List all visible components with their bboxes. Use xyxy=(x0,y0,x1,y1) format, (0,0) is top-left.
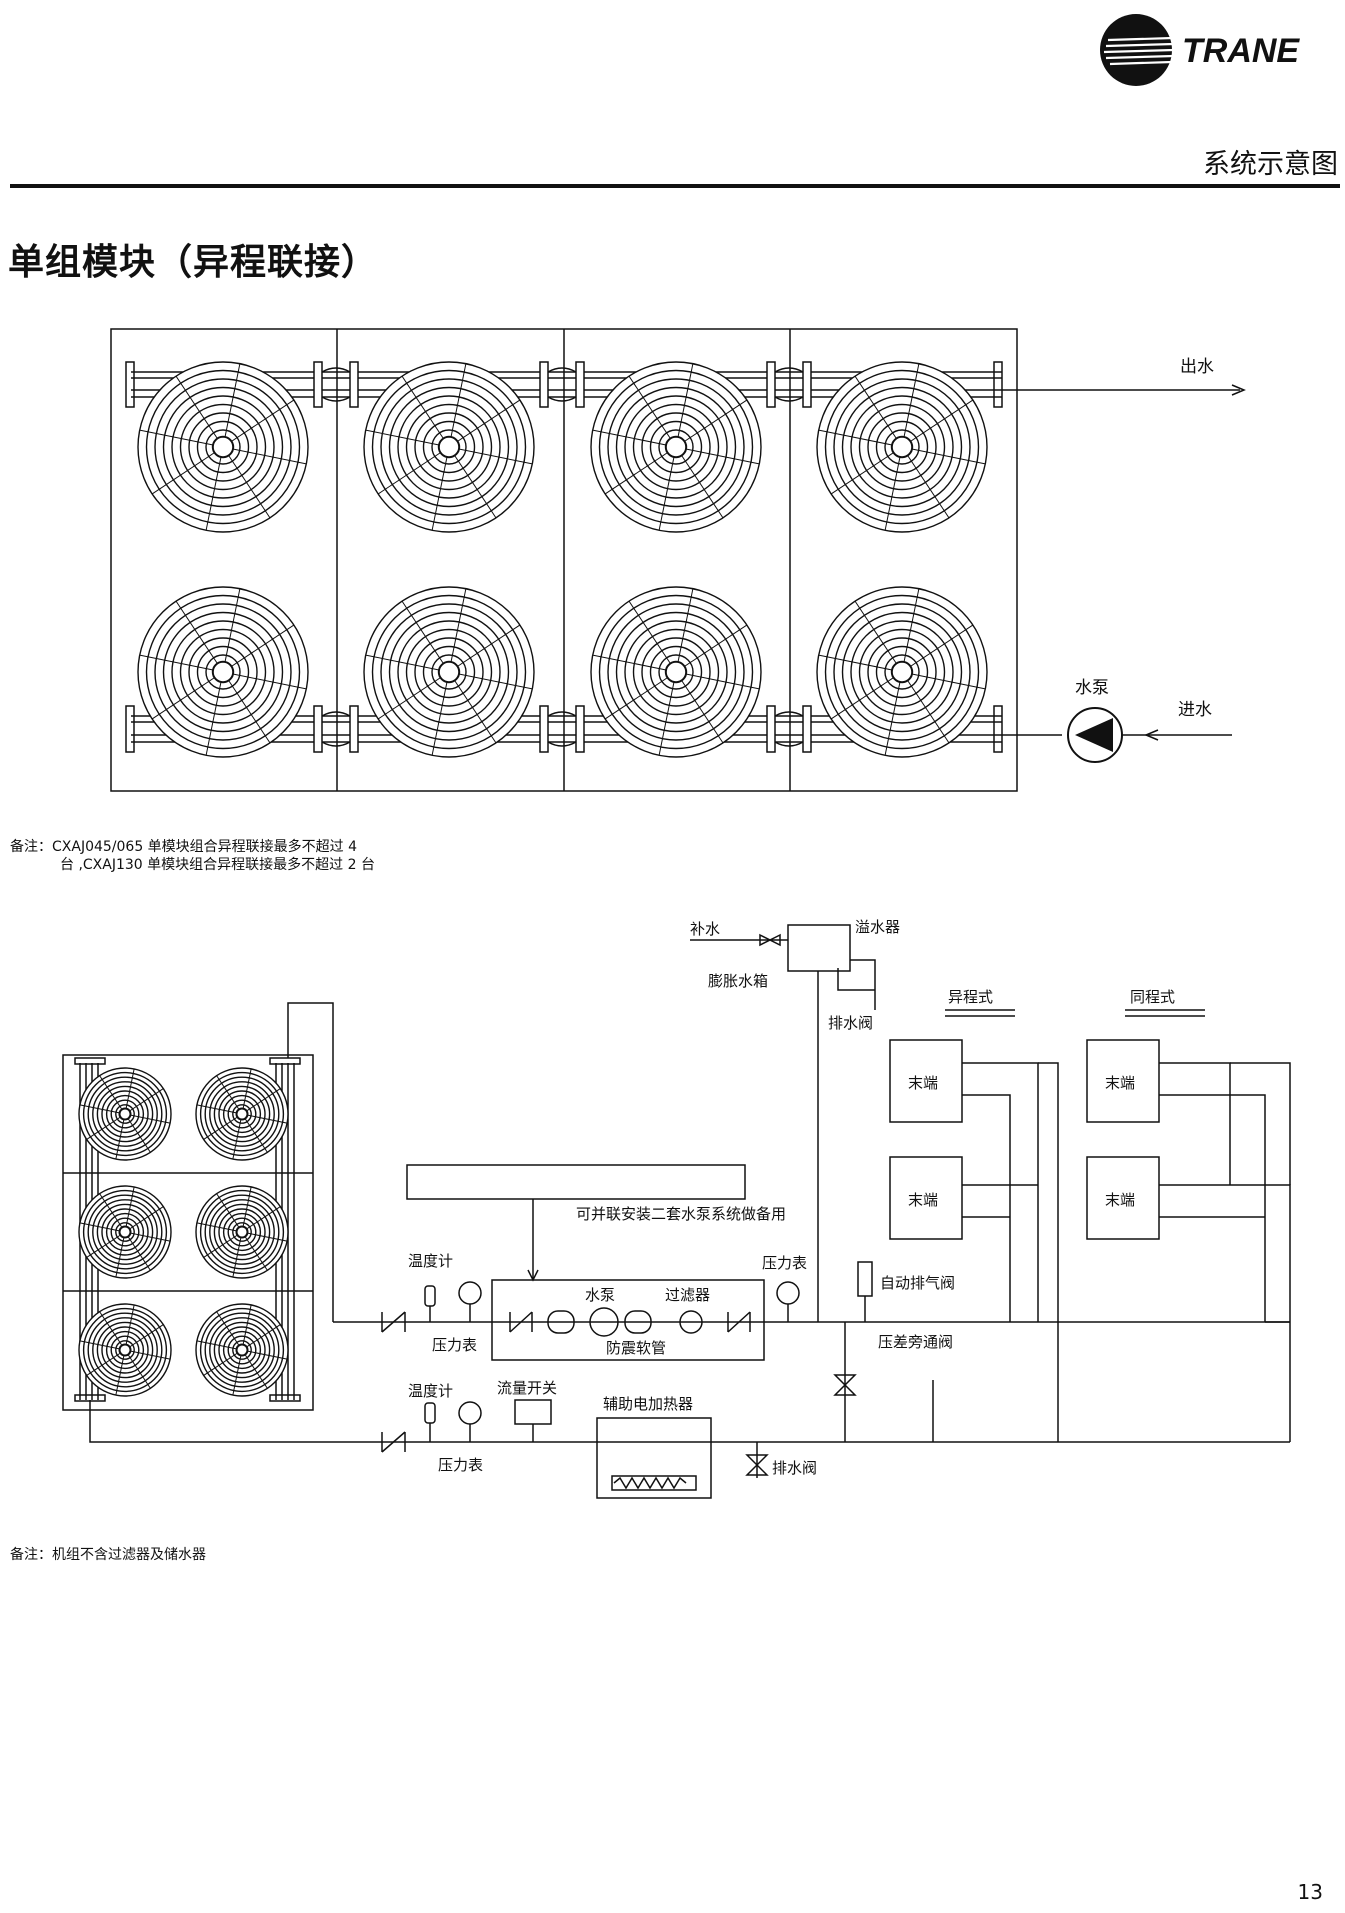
fan-icon xyxy=(195,1067,289,1161)
hose-icon xyxy=(624,1310,652,1334)
pressure-gauge-label: 压力表 xyxy=(438,1456,483,1474)
filter-icon xyxy=(679,1310,703,1334)
hose-icon xyxy=(547,1310,575,1334)
header-divider xyxy=(10,184,1340,188)
backup-pump-note-box xyxy=(406,1164,746,1200)
note-line-1: 备注：CXAJ045/065 单模块组合异程联接最多不超过 4 xyxy=(10,839,358,855)
pipe-coupling xyxy=(313,705,359,753)
terminal-label: 末端 xyxy=(908,1074,938,1092)
bypass-valve-label: 压差旁通阀 xyxy=(878,1333,953,1351)
fan-icon xyxy=(78,1185,172,1279)
pressure-gauge-label: 压力表 xyxy=(432,1336,477,1354)
flow-switch-icon xyxy=(514,1399,552,1425)
check-valve-icon xyxy=(381,1431,406,1453)
fan-icon xyxy=(78,1067,172,1161)
pressure-gauge-right-label: 压力表 xyxy=(762,1254,807,1272)
expansion-tank-label: 膨胀水箱 xyxy=(708,972,768,990)
pressure-gauge-icon xyxy=(776,1281,800,1305)
check-valve-icon xyxy=(509,1311,533,1333)
drain-valve-icon xyxy=(745,1454,769,1476)
pipe-coupling xyxy=(539,361,585,408)
fan-icon xyxy=(137,361,309,533)
note-module-limit: 备注：CXAJ045/065 单模块组合异程联接最多不超过 4 台 ,CXAJ1… xyxy=(10,838,375,874)
outlet-arrow-icon xyxy=(1231,384,1246,396)
page-number: 13 xyxy=(1297,1880,1323,1904)
thermometer-icon xyxy=(424,1402,436,1424)
thermometer-icon xyxy=(424,1285,436,1307)
brand-text: TRANE xyxy=(1182,32,1300,70)
pipe-coupling xyxy=(766,705,812,753)
pipe-coupling xyxy=(539,705,585,753)
outlet-label: 出水 xyxy=(1180,357,1214,377)
pump-label: 水泵 xyxy=(585,1286,615,1304)
inlet-label: 进水 xyxy=(1178,700,1212,720)
auto-air-vent-icon xyxy=(857,1261,873,1297)
fan-icon xyxy=(363,586,535,758)
pipe-coupling xyxy=(313,361,359,408)
inlet-arrow-icon xyxy=(1144,729,1159,741)
page-title: 单组模块（异程联接） xyxy=(8,242,379,283)
aux-heater-icon xyxy=(596,1417,712,1499)
direct-return-label: 同程式 xyxy=(1130,988,1175,1006)
fan-array xyxy=(78,1067,289,1397)
fan-icon xyxy=(78,1303,172,1397)
note-line-2: 台 ,CXAJ130 单模块组合异程联接最多不超过 2 台 xyxy=(60,857,375,873)
check-valve-icon xyxy=(381,1311,406,1333)
drain-valve-label: 排水阀 xyxy=(772,1459,817,1477)
pipe-coupling xyxy=(766,361,812,408)
fan-icon xyxy=(590,586,762,758)
flow-switch-label: 流量开关 xyxy=(497,1379,557,1397)
terminal-label: 末端 xyxy=(1105,1074,1135,1092)
drain-valve-top-label: 排水阀 xyxy=(828,1014,873,1032)
fan-icon xyxy=(363,361,535,533)
terminal-label: 末端 xyxy=(1105,1191,1135,1209)
makeup-water-label: 补水 xyxy=(690,920,720,938)
trane-logo: TRANE xyxy=(1100,14,1300,86)
check-valve-icon xyxy=(727,1311,751,1333)
auto-air-vent-label: 自动排气阀 xyxy=(880,1274,955,1292)
expansion-tank-icon xyxy=(787,924,851,972)
chiller-unit xyxy=(62,1054,314,1411)
pump-icon xyxy=(589,1307,619,1337)
pump-label: 水泵 xyxy=(1075,678,1109,698)
fan-icon xyxy=(590,361,762,533)
terminal-label: 末端 xyxy=(908,1191,938,1209)
fan-icon xyxy=(137,586,309,758)
fan-icon xyxy=(816,586,988,758)
fan-icon xyxy=(195,1185,289,1279)
fan-icon xyxy=(816,361,988,533)
section-title: 系统示意图 xyxy=(1203,149,1338,180)
backup-pump-note: 可并联安装二套水泵系统做备用 xyxy=(576,1205,786,1223)
overflow-label: 溢水器 xyxy=(855,918,900,936)
terminal-unit xyxy=(1086,1039,1160,1123)
terminal-unit xyxy=(889,1156,963,1240)
terminal-unit xyxy=(1086,1156,1160,1240)
anti-vibration-hose-label: 防震软管 xyxy=(606,1339,666,1357)
note-no-filter: 备注：机组不含过滤器及储水器 xyxy=(10,1547,206,1563)
terminal-unit xyxy=(889,1039,963,1123)
pressure-gauge-icon xyxy=(458,1281,482,1305)
fan-array xyxy=(137,361,988,758)
thermometer-label: 温度计 xyxy=(408,1382,453,1400)
aux-heater-label: 辅助电加热器 xyxy=(603,1395,693,1413)
reverse-return-label: 异程式 xyxy=(948,988,993,1006)
fan-icon xyxy=(195,1303,289,1397)
thermometer-label: 温度计 xyxy=(408,1252,453,1270)
pressure-gauge-icon xyxy=(458,1401,482,1425)
filter-label: 过滤器 xyxy=(665,1286,710,1304)
bypass-valve-icon xyxy=(833,1374,857,1396)
